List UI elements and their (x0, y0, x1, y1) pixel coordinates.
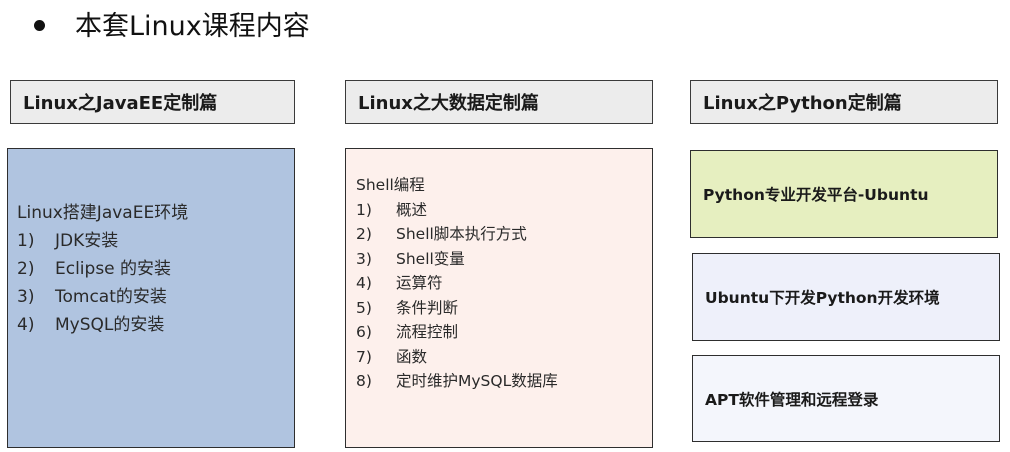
bigdata-header-label: Linux之大数据定制篇 (358, 93, 539, 114)
list-item: 3)Tomcat的安装 (17, 287, 167, 307)
list-item: 6)流程控制 (356, 323, 459, 341)
bullet-icon (34, 20, 45, 31)
javaee-header: Linux之JavaEE定制篇 (10, 80, 295, 124)
list-item: 4)MySQL的安装 (17, 315, 165, 335)
bigdata-content-box: Shell编程 1)概述 2)Shell脚本执行方式 3)Shell变量 4)运… (345, 148, 653, 448)
javaee-content-box: Linux搭建JavaEE环境 1)JDK安装 2)Eclipse 的安装 3)… (7, 148, 295, 448)
python-header-label: Linux之Python定制篇 (703, 93, 902, 114)
javaee-content-title: Linux搭建JavaEE环境 (17, 203, 189, 223)
list-item: 8)定时维护MySQL数据库 (356, 372, 558, 390)
list-item: 7)函数 (356, 347, 428, 366)
list-item: 4)运算符 (356, 274, 443, 292)
list-item: 5)条件判断 (356, 298, 459, 317)
list-item: 2)Shell脚本执行方式 (356, 225, 527, 243)
list-item: 2)Eclipse 的安装 (17, 259, 172, 279)
bigdata-content-title: Shell编程 (356, 176, 425, 194)
python-box-ubuntu-platform: Python专业开发平台-Ubuntu (690, 150, 998, 238)
python-box-apt-remote: APT软件管理和远程登录 (692, 355, 1000, 442)
python-box-dev-env: Ubuntu下开发Python开发环境 (692, 253, 1000, 341)
bigdata-header: Linux之大数据定制篇 (345, 80, 653, 124)
python-header: Linux之Python定制篇 (690, 80, 998, 124)
slide-title-text: 本套Linux课程内容 (75, 11, 310, 42)
javaee-header-label: Linux之JavaEE定制篇 (23, 93, 218, 114)
slide-title: 本套Linux课程内容 (34, 4, 310, 43)
list-item: 3)Shell变量 (356, 249, 465, 268)
list-item: 1)JDK安装 (17, 231, 119, 251)
list-item: 1)概述 (356, 200, 428, 219)
